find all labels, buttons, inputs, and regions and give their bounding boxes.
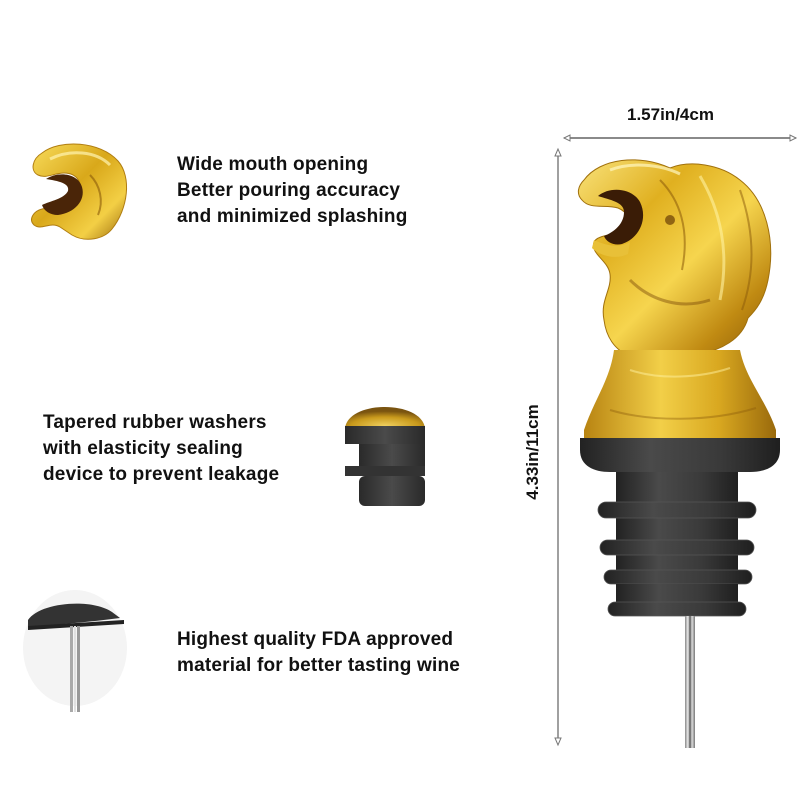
- rubber-washer-closeup-image: [345, 407, 425, 506]
- lion-head-pourer-image: [577, 159, 780, 748]
- height-dimension-arrow: [554, 147, 562, 747]
- feature-line: Wide mouth opening: [177, 154, 369, 175]
- lion-mouth-closeup-image: [31, 143, 128, 240]
- feature-line: with elasticity sealing: [43, 438, 243, 459]
- feature-mouth-text: Wide mouth opening Better pouring accura…: [177, 152, 408, 230]
- feature-line: material for better tasting wine: [177, 655, 461, 676]
- feature-line: Tapered rubber washers: [43, 412, 267, 433]
- spout-cap-closeup-image: [23, 590, 127, 712]
- feature-washers-text: Tapered rubber washers with elasticity s…: [43, 410, 279, 488]
- feature-line: Highest quality FDA approved: [177, 629, 454, 650]
- feature-line: device to prevent leakage: [43, 464, 280, 485]
- width-dimension-arrow: [562, 134, 798, 142]
- width-dimension-label: 1.57in/4cm: [627, 105, 714, 124]
- feature-material-text: Highest quality FDA approved material fo…: [177, 627, 460, 679]
- feature-line: and minimized splashing: [177, 206, 408, 227]
- height-dimension-label: 4.33in/11cm: [523, 404, 542, 500]
- feature-line: Better pouring accuracy: [177, 180, 401, 201]
